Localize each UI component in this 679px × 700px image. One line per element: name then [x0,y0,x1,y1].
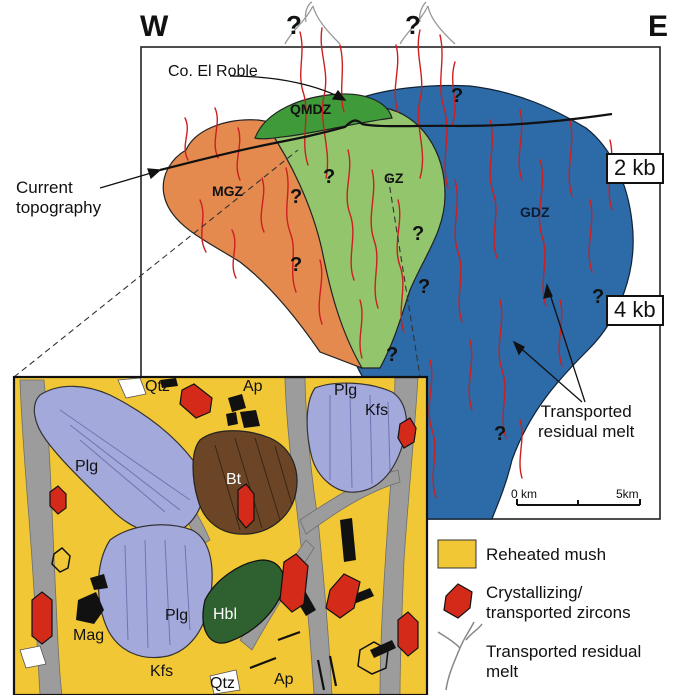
legend-melt-line-2: melt [486,662,641,682]
mineral-bt: Bt [226,472,241,488]
question-mark-7: ? [290,255,302,275]
mineral-kfs-bottom: Kfs [150,664,173,680]
legend-melt-label: Transported residual melt [486,642,641,683]
legend-swatch-zircon [444,584,472,618]
pressure-2kb-box: 2 kb [606,153,664,184]
scale-end-label: 5km [616,488,639,500]
question-mark-9: ? [592,287,604,307]
mineral-ap-top: Ap [243,379,263,395]
mineral-mag: Mag [73,628,104,644]
question-mark-5: ? [290,187,302,207]
current-topography-label: Current topography [16,178,101,217]
legend-mush-label: Reheated mush [486,545,606,565]
question-mark-2: ? [405,12,421,38]
gz-label: GZ [384,171,403,185]
mineral-plg-left: Plg [75,459,98,475]
question-mark-4: ? [323,167,335,187]
legend-swatch-mush [438,540,476,568]
legend-swatch-melt [438,622,482,690]
scale-start-label: 0 km [511,488,537,500]
legend-zircon-label: Crystallizing/ transported zircons [486,583,631,624]
mgz-label: MGZ [212,184,243,198]
location-label: Co. El Roble [168,64,258,80]
question-mark-1: ? [286,12,302,38]
mineral-hbl: Hbl [213,607,237,623]
mineral-qtz-top: Qtz [145,379,170,395]
mineral-kfs-right: Kfs [365,403,388,419]
inset-texture [14,377,427,695]
current-topography-line-1: Current [16,178,101,198]
transported-melt-line-2: residual melt [538,422,634,442]
legend-zircon-line-2: transported zircons [486,603,631,623]
mineral-qtz-bottom: Qtz [210,676,235,692]
question-mark-10: ? [386,345,398,365]
mineral-ap-bottom: Ap [274,672,294,688]
question-mark-11: ? [494,424,506,444]
melt-plumes [285,2,455,44]
qmdz-label: QMDZ [290,102,331,116]
question-mark-8: ? [418,277,430,297]
legend-zircon-line-1: Crystallizing/ [486,583,631,603]
west-label: W [140,12,168,42]
mineral-plg-right: Plg [334,383,357,399]
transported-melt-line-1: Transported [538,402,634,422]
gdz-label: GDZ [520,205,550,219]
current-topography-line-2: topography [16,198,101,218]
question-mark-6: ? [412,224,424,244]
plagioclase-center [99,525,213,658]
mineral-plg-center: Plg [165,608,188,624]
pressure-4kb-box: 4 kb [606,295,664,326]
transported-melt-label: Transported residual melt [538,402,634,441]
legend-melt-line-1: Transported residual [486,642,641,662]
question-mark-3: ? [451,86,463,106]
east-label: E [648,12,668,42]
